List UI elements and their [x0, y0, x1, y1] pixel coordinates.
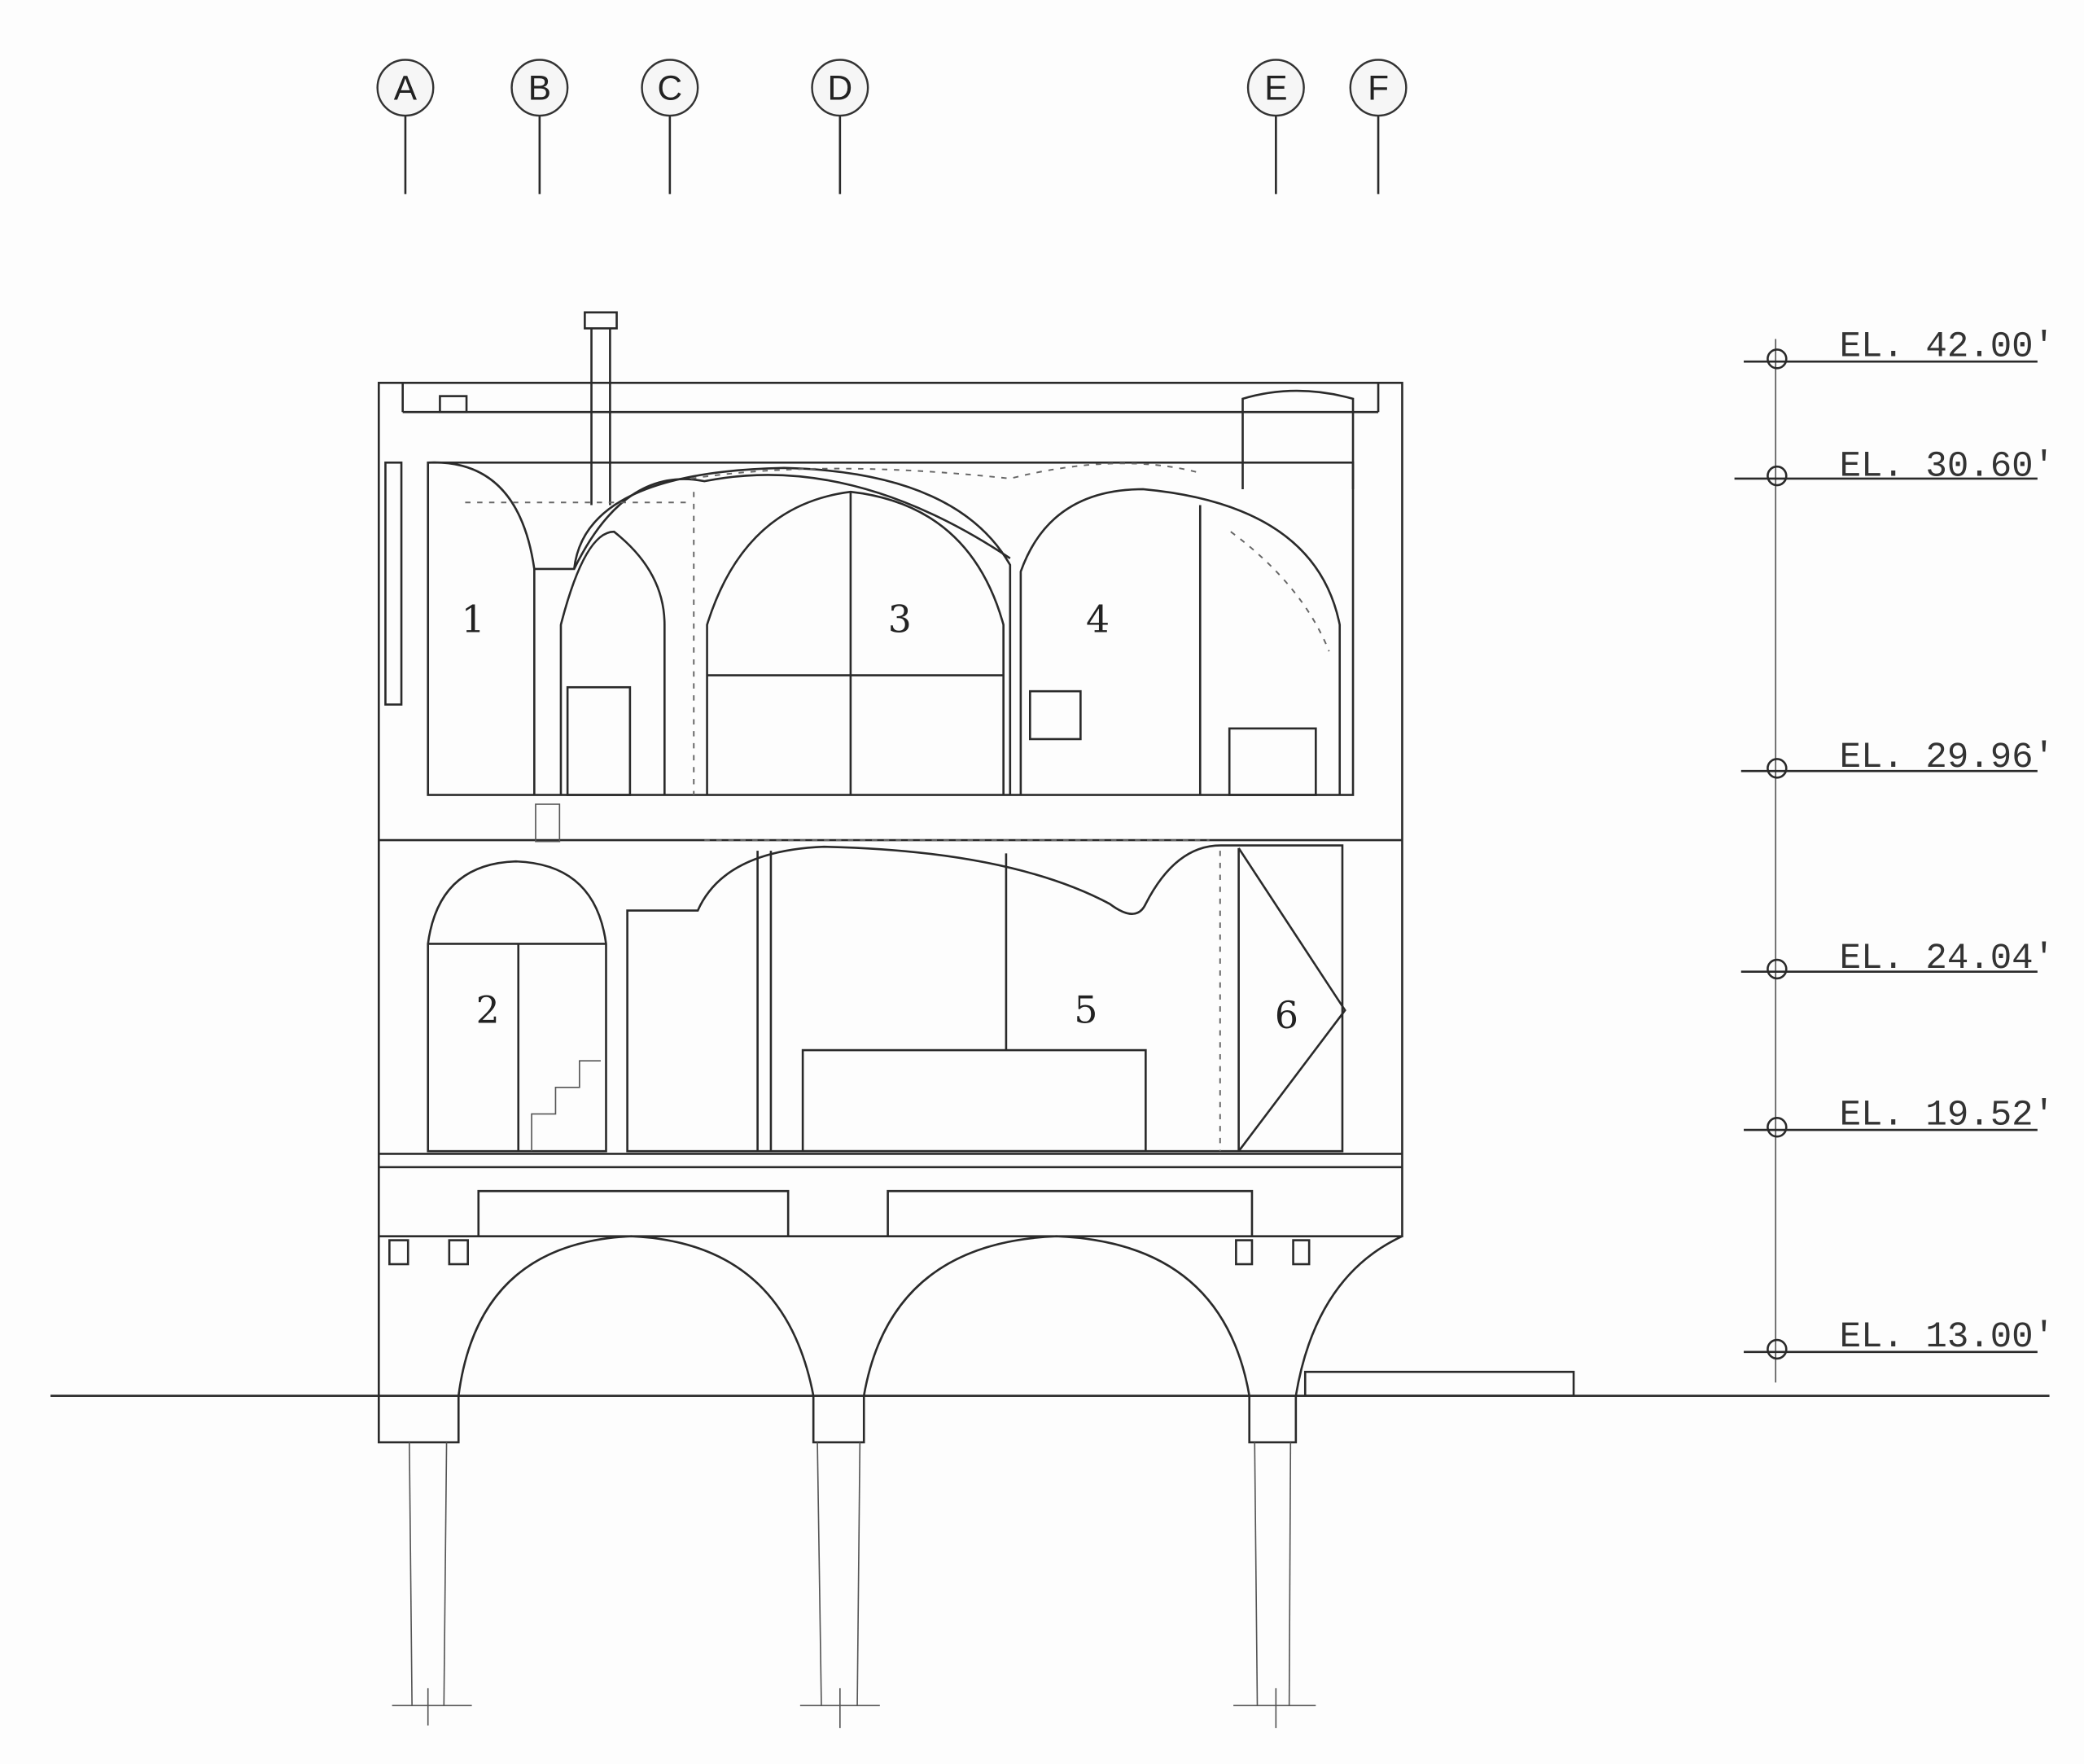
upper-floor: 1 3 4 [427, 461, 1355, 796]
base-slab [379, 1153, 1403, 1237]
building-shell [378, 381, 1403, 1238]
intermediate-floor-slab [379, 803, 1403, 843]
elevation-label: EL. 29.96' [1840, 738, 2055, 778]
elevation-marker: EL. 30.60' [1734, 447, 2055, 488]
grid-label: E [1264, 68, 1287, 107]
room-number: 2 [476, 989, 500, 1032]
piles [392, 1442, 1316, 1728]
elevation-marker: EL. 42.00' [1744, 327, 2055, 370]
room-number: 3 [888, 597, 912, 641]
grid-label: B [528, 68, 551, 107]
grid-line-A: A [376, 59, 435, 195]
grid-label: C [658, 68, 683, 107]
grid-line-C: C [641, 59, 699, 195]
elevation-markers: EL. 42.00' EL. 30.60' EL. 29.96' EL. 24.… [1734, 327, 2055, 1383]
elevation-marker: EL. 24.04' [1740, 939, 2055, 980]
room-number: 1 [462, 597, 485, 641]
room-number: 5 [1074, 989, 1097, 1032]
lower-floor: 2 5 6 [427, 839, 1346, 1153]
grid-line-D: D [811, 59, 869, 195]
arcade [378, 1235, 1575, 1444]
chimney [584, 311, 618, 506]
elevation-label: EL. 30.60' [1840, 447, 2055, 488]
grid-label: F [1368, 68, 1389, 107]
elevation-label: EL. 19.52' [1840, 1096, 2055, 1136]
elevation-label: EL. 42.00' [1840, 327, 2055, 368]
room-number: 4 [1086, 597, 1110, 641]
grid-label: D [828, 68, 853, 107]
elevation-marker: EL. 29.96' [1740, 738, 2055, 779]
elevation-label: EL. 24.04' [1840, 939, 2055, 979]
elevation-marker: EL. 13.00' [1744, 1317, 2055, 1360]
grid-line-B: B [510, 59, 569, 195]
grid-line-E: E [1246, 59, 1305, 195]
room-number: 6 [1275, 994, 1298, 1037]
grid-label: A [394, 68, 418, 107]
elevation-label: EL. 13.00' [1840, 1317, 2055, 1358]
elevation-marker: EL. 19.52' [1744, 1096, 2055, 1138]
grid-line-F: F [1349, 59, 1408, 195]
